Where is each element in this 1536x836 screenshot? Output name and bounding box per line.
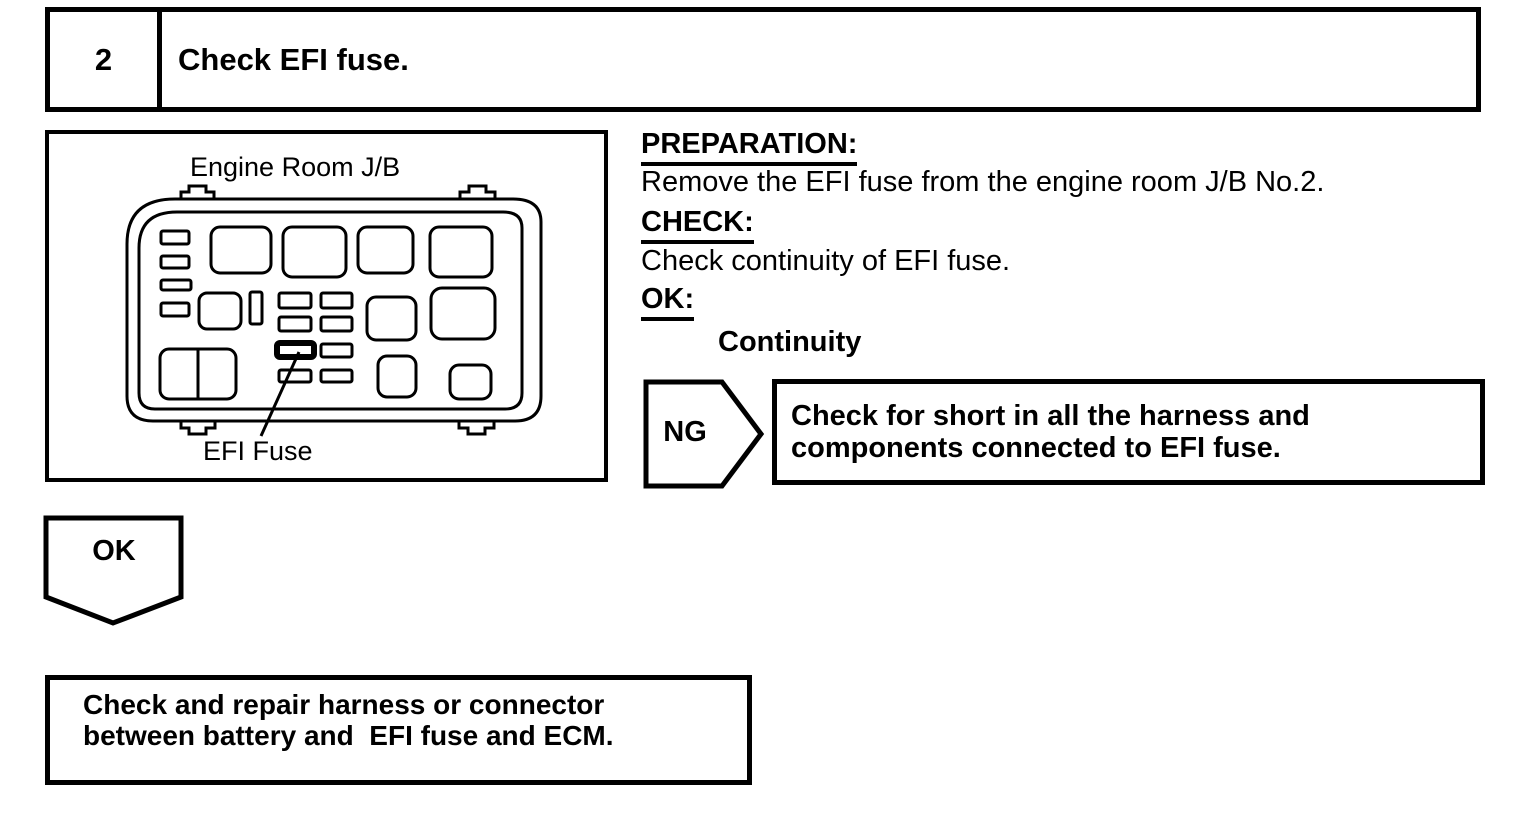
jb-tab-bottom-left [179, 421, 217, 436]
ok-heading: OK: [641, 285, 695, 321]
ng-action-box: Check for short in all the harness and c… [772, 379, 1485, 485]
fuse-slot [277, 368, 313, 384]
ng-pentagon-shape [643, 379, 765, 489]
ok-connector: OK [43, 515, 185, 627]
diagram-title: Engine Room J/B [190, 152, 401, 182]
fuse-slot [319, 291, 354, 310]
step-header: 2 Check EFI fuse. [45, 7, 1481, 112]
preparation-text: Remove the EFI fuse from the engine room… [641, 166, 1325, 198]
fuse-slot [277, 315, 313, 333]
efi-fuse-label: EFI Fuse [203, 436, 313, 466]
relay-slot [428, 225, 494, 279]
efi-fuse-highlight [274, 340, 317, 360]
relay-slot [376, 354, 418, 399]
ok-result: Continuity [718, 326, 862, 358]
ng-label: NG [663, 415, 707, 448]
check-text: Check continuity of EFI fuse. [641, 245, 1011, 277]
preparation-heading: PREPARATION: [641, 130, 858, 166]
efi-fuse-leader-line [259, 351, 301, 437]
relay-slot [365, 295, 418, 342]
fuse-slot [277, 291, 313, 310]
step-number: 2 [50, 12, 162, 107]
jb-inner-outline [137, 210, 524, 411]
fuse-slot [159, 278, 193, 292]
relay-slot [429, 286, 497, 341]
fuse-box-diagram [125, 184, 543, 437]
fuse-slot [319, 342, 354, 359]
fuse-slot [159, 254, 191, 270]
relay-slot [281, 225, 348, 279]
jb-outer-outline [125, 197, 543, 423]
fuse-slot [159, 229, 191, 246]
step-title: Check EFI fuse. [178, 41, 409, 77]
ok-action-line1: Check and repair harness or connector [83, 689, 605, 720]
ng-connector: NG [643, 379, 765, 489]
ok-label: OK [92, 535, 136, 567]
relay-slot [448, 363, 493, 401]
fuse-slot [319, 315, 354, 333]
ok-action-box: Check and repair harness or connector be… [45, 675, 752, 785]
relay-slot [356, 225, 415, 275]
ok-action-line2: between battery and EFI fuse and ECM. [83, 720, 614, 751]
fuse-slot [319, 368, 354, 384]
ng-action-line1: Check for short in all the harness and [791, 400, 1310, 432]
relay-slot [197, 291, 243, 331]
ng-action-line2: components connected to EFI fuse. [791, 432, 1281, 464]
jb-tab-top-left [179, 184, 216, 199]
diagram-panel: Engine Room J/B EFI Fuse [45, 130, 608, 482]
relay-slot [209, 225, 273, 275]
jb-tab-bottom-right [457, 421, 496, 436]
jb-tab-top-right [458, 184, 497, 199]
check-heading: CHECK: [641, 208, 754, 244]
fuse-slot [159, 301, 191, 318]
ok-pentagon-shape [43, 515, 184, 626]
fuse-slot [248, 290, 264, 326]
